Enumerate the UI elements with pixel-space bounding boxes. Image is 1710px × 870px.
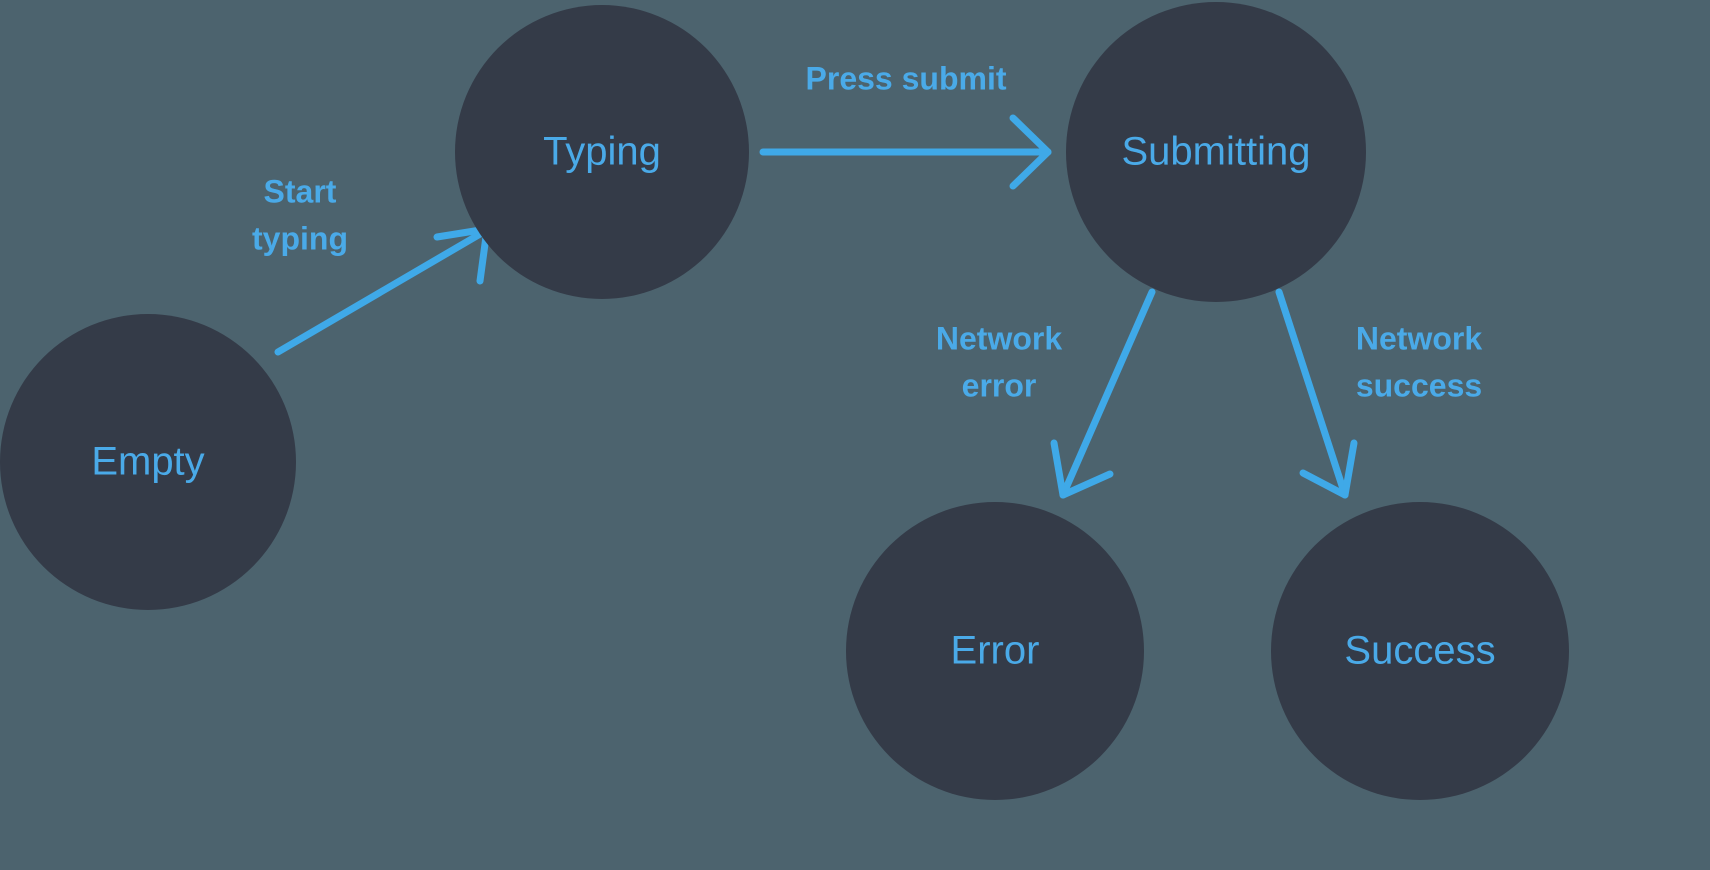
arrowhead-icon (1299, 439, 1358, 499)
state-node-label: Success (1344, 629, 1495, 673)
edge-label-line-1: Network (1356, 320, 1482, 356)
edge-label-start-typing: Start typing (252, 173, 348, 256)
state-node-shape[interactable] (455, 5, 749, 299)
state-node-shape[interactable] (1271, 502, 1569, 800)
arrowhead-icon (1009, 114, 1052, 190)
state-node-shape[interactable] (1066, 2, 1366, 302)
state-node-shape[interactable] (846, 502, 1144, 800)
edge-label-press-submit: Press submit (806, 60, 1007, 96)
edge-submitting-to-success (1275, 288, 1358, 499)
state-node-label: Empty (91, 440, 204, 484)
edge-submitting-to-error (1050, 288, 1156, 499)
edge-label-line-1: Network (936, 320, 1062, 356)
edge-line (1059, 288, 1156, 499)
edge-label-line-1: Start (264, 173, 337, 209)
edge-line (274, 226, 491, 356)
edge-label-line-1: Press submit (806, 60, 1007, 96)
state-node-label: Error (951, 629, 1040, 673)
arrowhead-icon (1050, 439, 1114, 499)
edge-label-line-2: success (1356, 367, 1482, 403)
state-node-empty[interactable]: Empty (0, 314, 296, 610)
state-node-label: Typing (543, 130, 661, 174)
state-node-label: Submitting (1122, 130, 1311, 174)
edge-label-line-2: typing (252, 220, 348, 256)
state-node-shape[interactable] (0, 314, 296, 610)
edge-label-line-2: error (962, 367, 1037, 403)
state-node-submitting[interactable]: Submitting (1066, 2, 1366, 302)
state-node-typing[interactable]: Typing (455, 5, 749, 299)
edge-label-network-success: Network success (1356, 320, 1482, 403)
edge-line (1275, 288, 1349, 499)
edge-label-network-error: Network error (936, 320, 1062, 403)
state-node-success[interactable]: Success (1271, 502, 1569, 800)
edge-typing-to-submitting (759, 114, 1052, 190)
state-node-error[interactable]: Error (846, 502, 1144, 800)
